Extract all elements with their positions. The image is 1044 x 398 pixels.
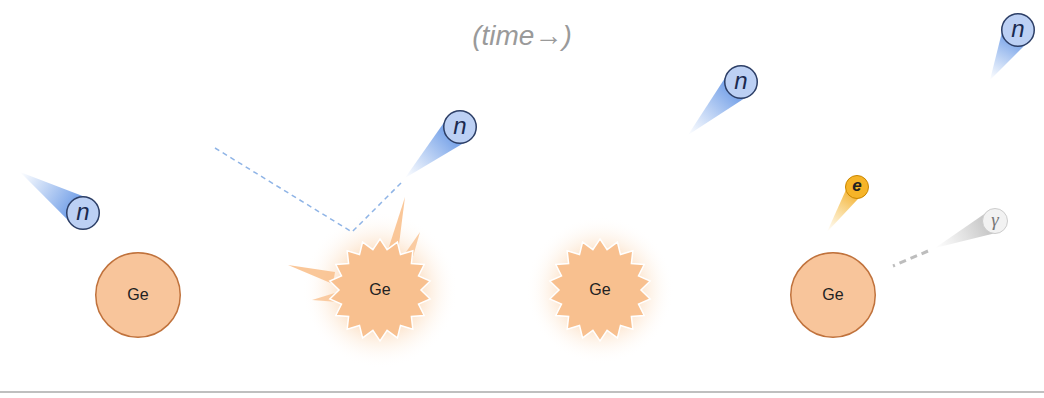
- node-text: Ge: [369, 281, 390, 299]
- node-text: γ: [991, 209, 999, 231]
- neutron: n: [1001, 13, 1035, 47]
- node-text: n: [453, 112, 466, 140]
- node-text: Ge: [589, 281, 610, 299]
- node-text: Ge: [127, 286, 148, 304]
- node-text: n: [76, 198, 89, 226]
- gamma-ray: γ: [982, 208, 1008, 234]
- electron: e: [845, 175, 869, 199]
- neutron: n: [443, 110, 477, 144]
- neutron: n: [724, 65, 758, 99]
- node-text: Ge: [822, 286, 843, 304]
- node-text: n: [734, 67, 747, 95]
- germanium-nucleus: Ge: [790, 252, 876, 338]
- germanium-nucleus: Ge: [95, 252, 181, 338]
- neutron: n: [66, 196, 100, 230]
- time-axis-label: (time→): [472, 20, 572, 52]
- node-text: e: [852, 176, 861, 196]
- node-text: n: [1011, 15, 1024, 43]
- excited-germanium-nucleus: Ge: [337, 247, 423, 333]
- excited-germanium-nucleus: Ge: [557, 247, 643, 333]
